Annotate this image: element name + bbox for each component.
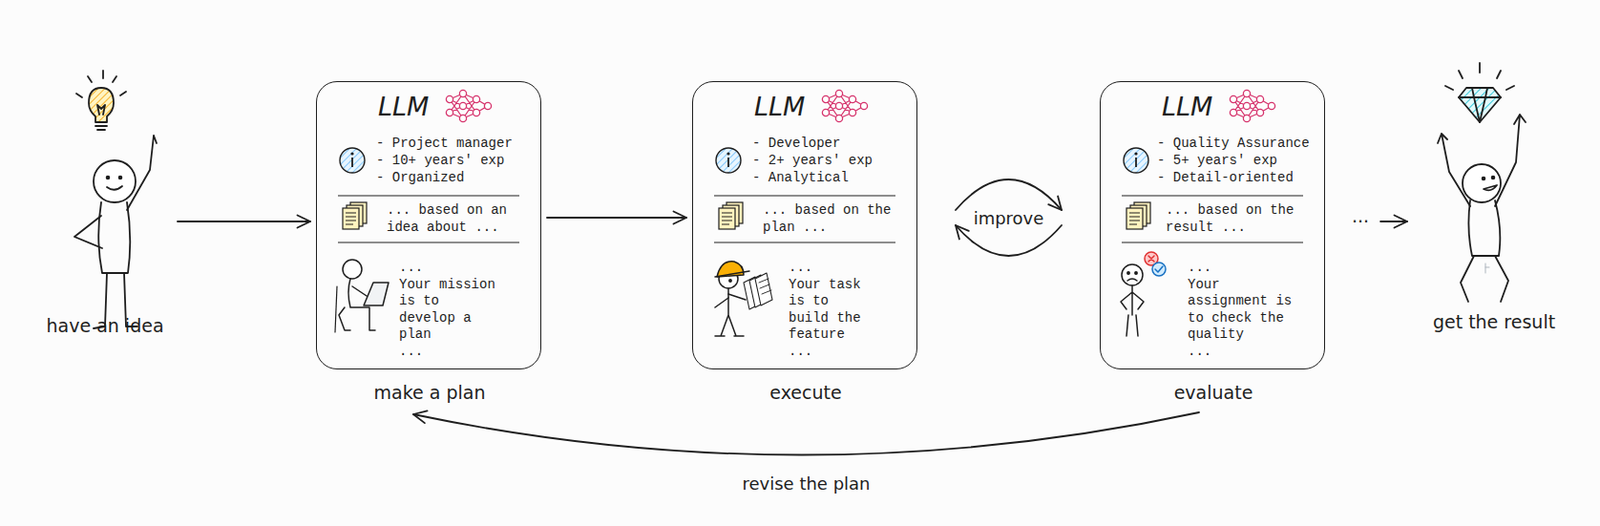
persona-line: - 2+ years' exp [752, 152, 873, 170]
arrow-line [177, 220, 311, 223]
diamond [1445, 63, 1515, 123]
mission-text: ... [788, 259, 877, 277]
reviewer-figure [1120, 252, 1166, 337]
context-text: ... based on the plan ... [762, 202, 900, 236]
arrowhead [1393, 214, 1408, 228]
mission-block: ...Your mission is to develop a plan... [399, 259, 503, 360]
persona-line: - 5+ years' exp [1157, 152, 1278, 170]
box-icons [337, 89, 1304, 243]
edge-label: revise the plan [737, 472, 874, 495]
arrowhead [673, 210, 687, 224]
agent-box: LLM - Developer- 2+ years' exp- Analytica… [692, 81, 918, 370]
persona-line: - Detail-oriented [1157, 169, 1294, 188]
arrowhead [1048, 196, 1062, 211]
mission-text: ... [1187, 259, 1303, 277]
lightbulb [76, 70, 127, 130]
mission-text: ... [1187, 343, 1303, 361]
idea-figure [74, 70, 157, 329]
mission-text: Your task is to build the feature [788, 276, 877, 344]
connector [177, 214, 311, 228]
document-icon [342, 202, 367, 230]
edge-label: improve [969, 207, 1049, 230]
note-label: ... [1347, 204, 1373, 228]
info-icon [715, 147, 741, 173]
arrowhead [955, 225, 969, 239]
figure-node: get the result [1412, 38, 1576, 344]
persona-line: - Project manager [376, 135, 513, 153]
result-figure [1437, 63, 1526, 302]
mission-text: Your assignment is to check the quality [1187, 276, 1303, 344]
return-curve [413, 412, 1200, 456]
network-icon [445, 89, 491, 122]
figure-node: have an idea [38, 57, 172, 349]
cycle-arc [955, 225, 1062, 256]
planner-figure [335, 259, 389, 333]
context-text: ... based on an idea about ... [386, 202, 524, 236]
context-text: ... based on the result ... [1165, 202, 1303, 236]
divider [337, 195, 1304, 243]
mission-text: ... [399, 259, 503, 277]
caption: get the result [1412, 311, 1576, 333]
mission-text: ... [399, 343, 503, 361]
persona-line: - Developer [752, 135, 841, 153]
model-name: LLM [378, 91, 429, 122]
arrowhead [296, 214, 311, 228]
connector [955, 179, 1062, 256]
document-icon [718, 202, 743, 230]
arrow-line [547, 216, 687, 219]
connector [547, 210, 687, 224]
connector [1380, 214, 1408, 228]
network-icon [821, 89, 867, 122]
network-icon [1229, 89, 1275, 122]
builder-figure [715, 261, 773, 337]
document-icon [1126, 202, 1151, 230]
persona-line: - Organized [376, 169, 464, 188]
info-icon [339, 147, 365, 173]
mission-block: ...Your assignment is to check the quali… [1187, 259, 1303, 360]
agent-box: LLM - Quality Assurance- 5+ years' exp- D… [1099, 81, 1326, 370]
connector [413, 410, 1200, 455]
agent-box: LLM - Project manager- 10+ years' exp- Or… [315, 81, 542, 370]
step-caption: execute [693, 381, 919, 403]
info-icon [1123, 147, 1149, 173]
mission-block: ...Your task is to build the feature... [788, 259, 877, 360]
persona-line: - Analytical [752, 169, 849, 188]
arrowhead [413, 410, 428, 423]
arrow-line [1380, 220, 1408, 223]
step-caption: make a plan [316, 381, 543, 403]
cycle-arc [955, 179, 1062, 211]
mission-text: Your mission is to develop a plan [399, 276, 503, 344]
step-caption: evaluate [1100, 381, 1327, 403]
mission-text: ... [788, 343, 877, 361]
model-name: LLM [754, 91, 805, 122]
persona-line: - 10+ years' exp [376, 152, 505, 170]
persona-line: - Quality Assurance [1157, 135, 1310, 153]
model-name: LLM [1161, 91, 1213, 122]
caption: have an idea [38, 315, 172, 337]
